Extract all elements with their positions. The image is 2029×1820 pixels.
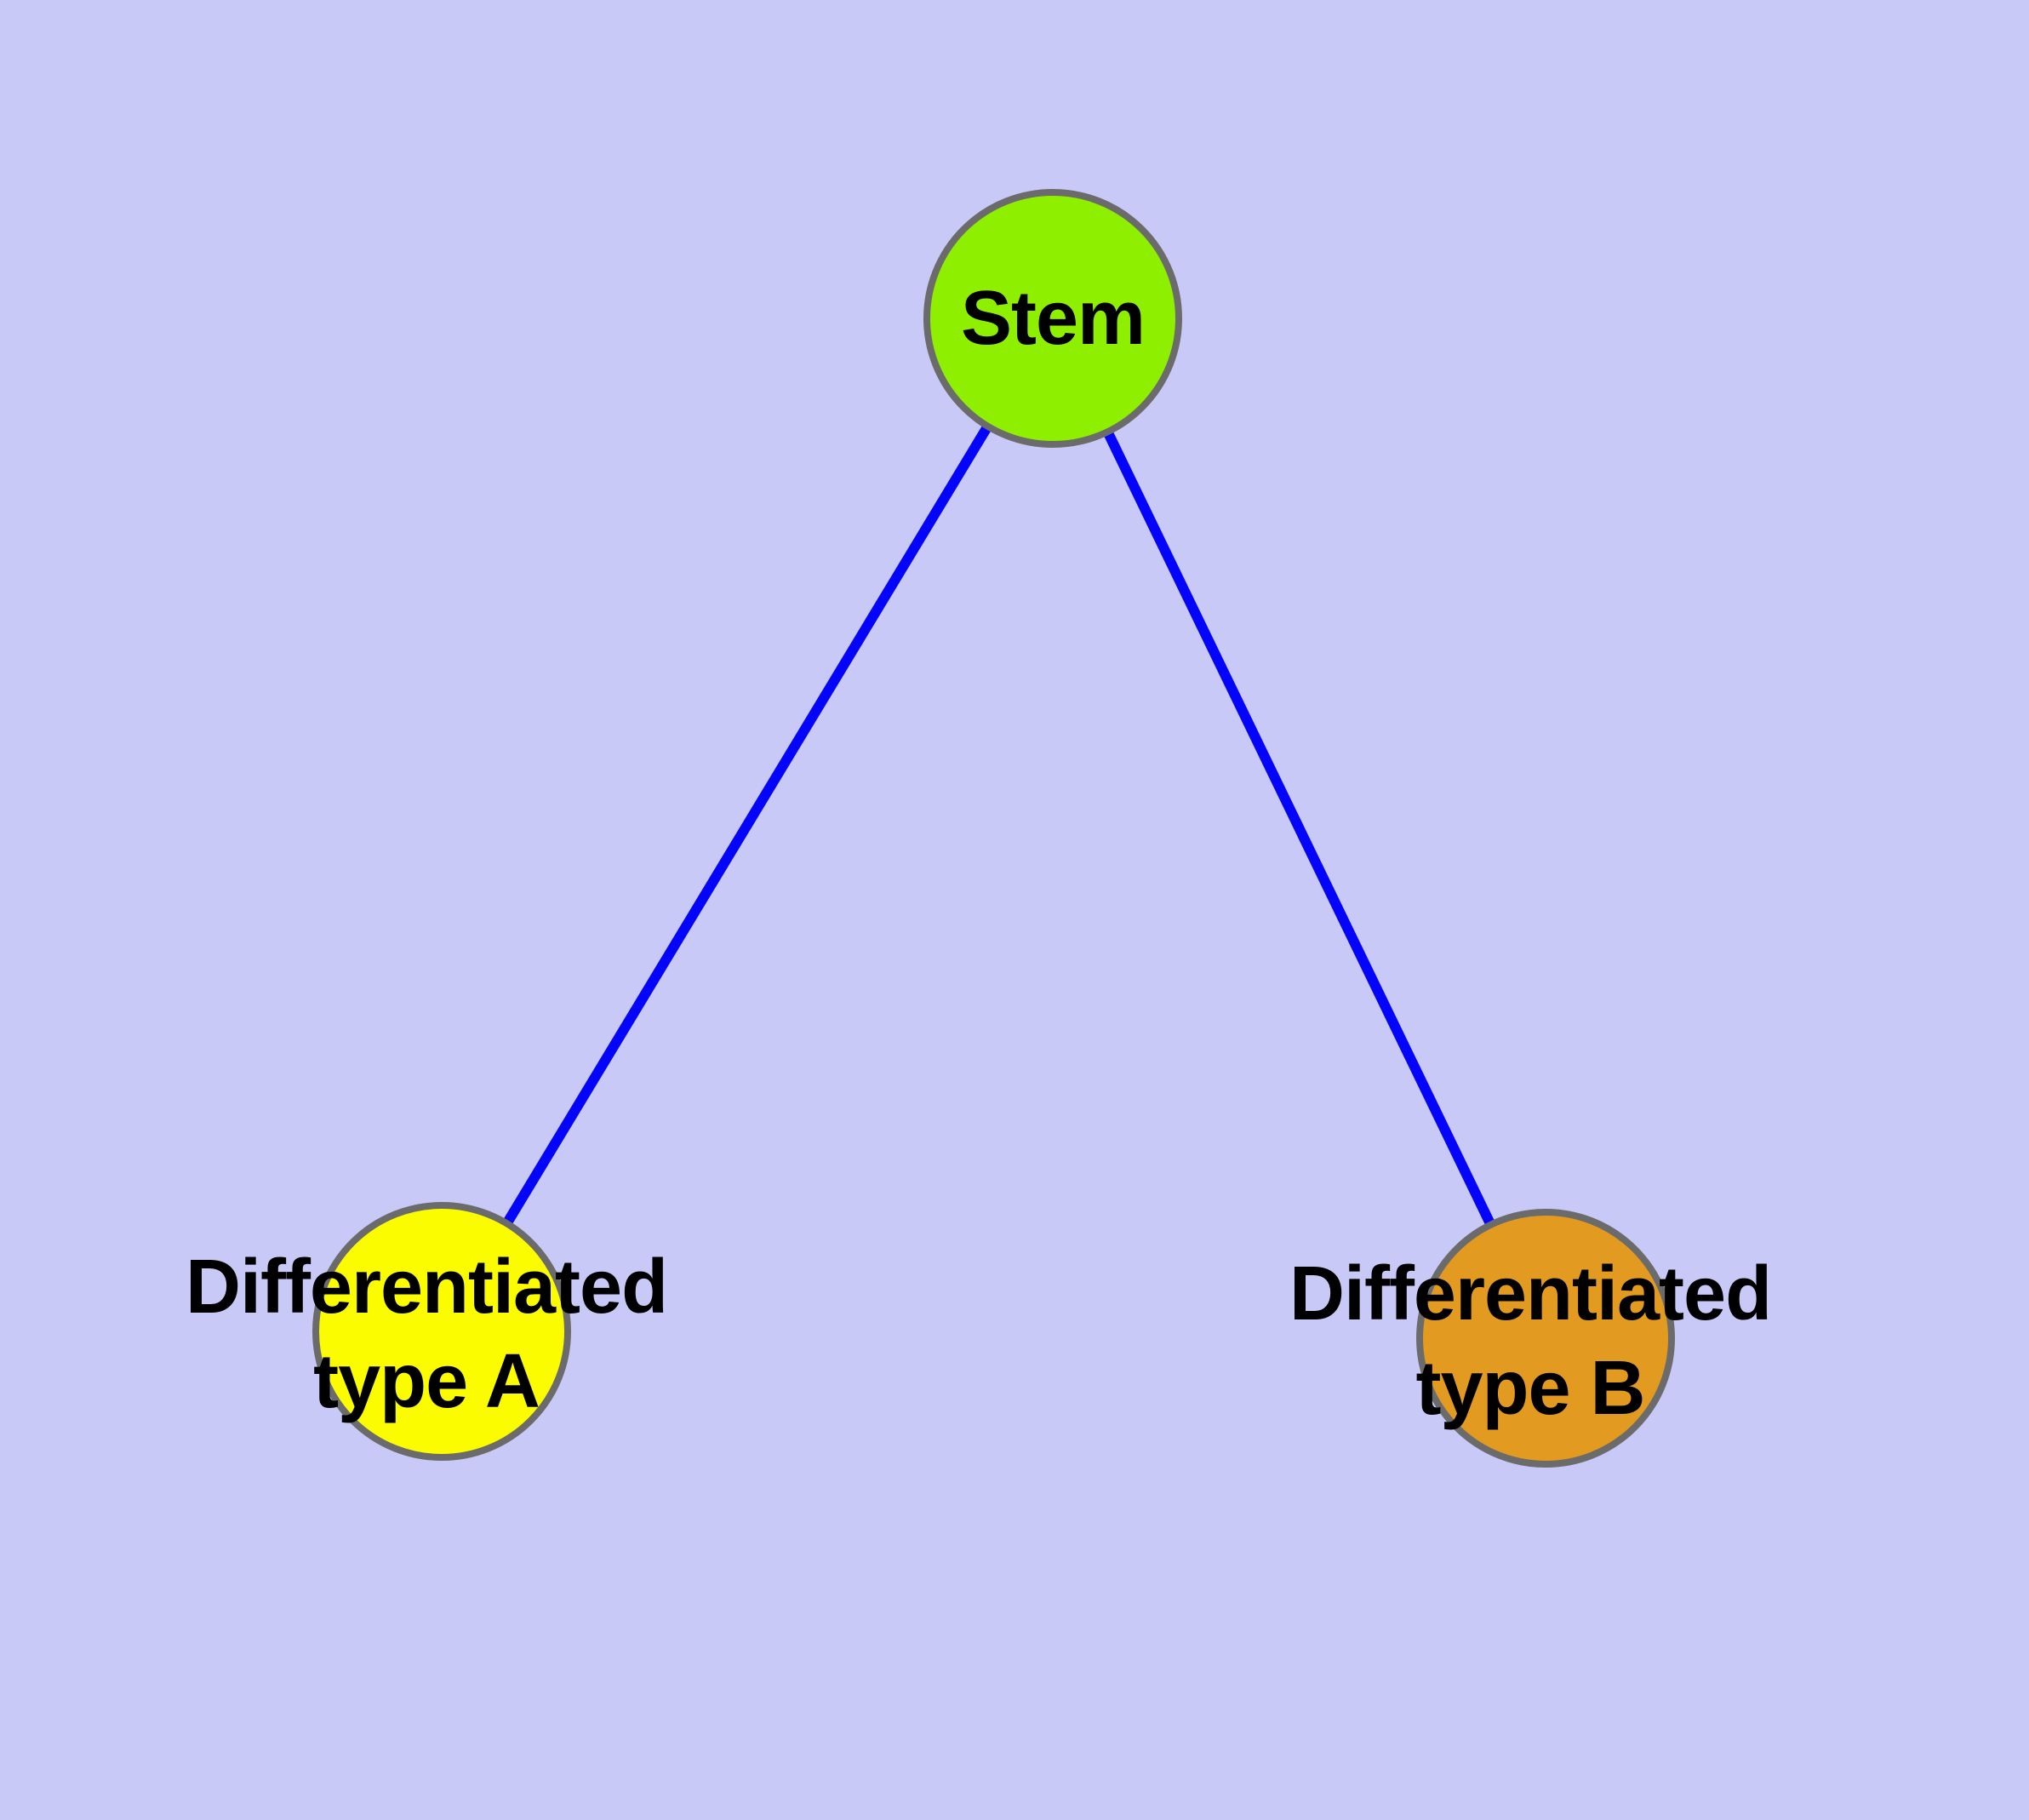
node-differentiated-type-a[interactable]: Differentiated type A xyxy=(186,1202,668,1461)
node-type-a-label-line1: Differentiated xyxy=(185,1245,668,1330)
node-type-a-label: Differentiated type A xyxy=(185,1240,668,1429)
edge-stem-to-type-b xyxy=(1048,316,1551,1341)
node-type-b-label: Differentiated type B xyxy=(1289,1247,1772,1436)
edge-stem-to-type-a xyxy=(437,315,1058,1335)
node-type-a-label-line2: type A xyxy=(313,1339,540,1424)
node-differentiated-type-b[interactable]: Differentiated type B xyxy=(1289,1209,1772,1468)
node-stem[interactable]: Stem xyxy=(923,189,1182,448)
node-stem-label: Stem xyxy=(960,272,1146,366)
node-stem-label-line: Stem xyxy=(960,275,1146,361)
node-type-b-label-line1: Differentiated xyxy=(1289,1251,1772,1336)
node-type-b-label-line2: type B xyxy=(1415,1346,1645,1431)
